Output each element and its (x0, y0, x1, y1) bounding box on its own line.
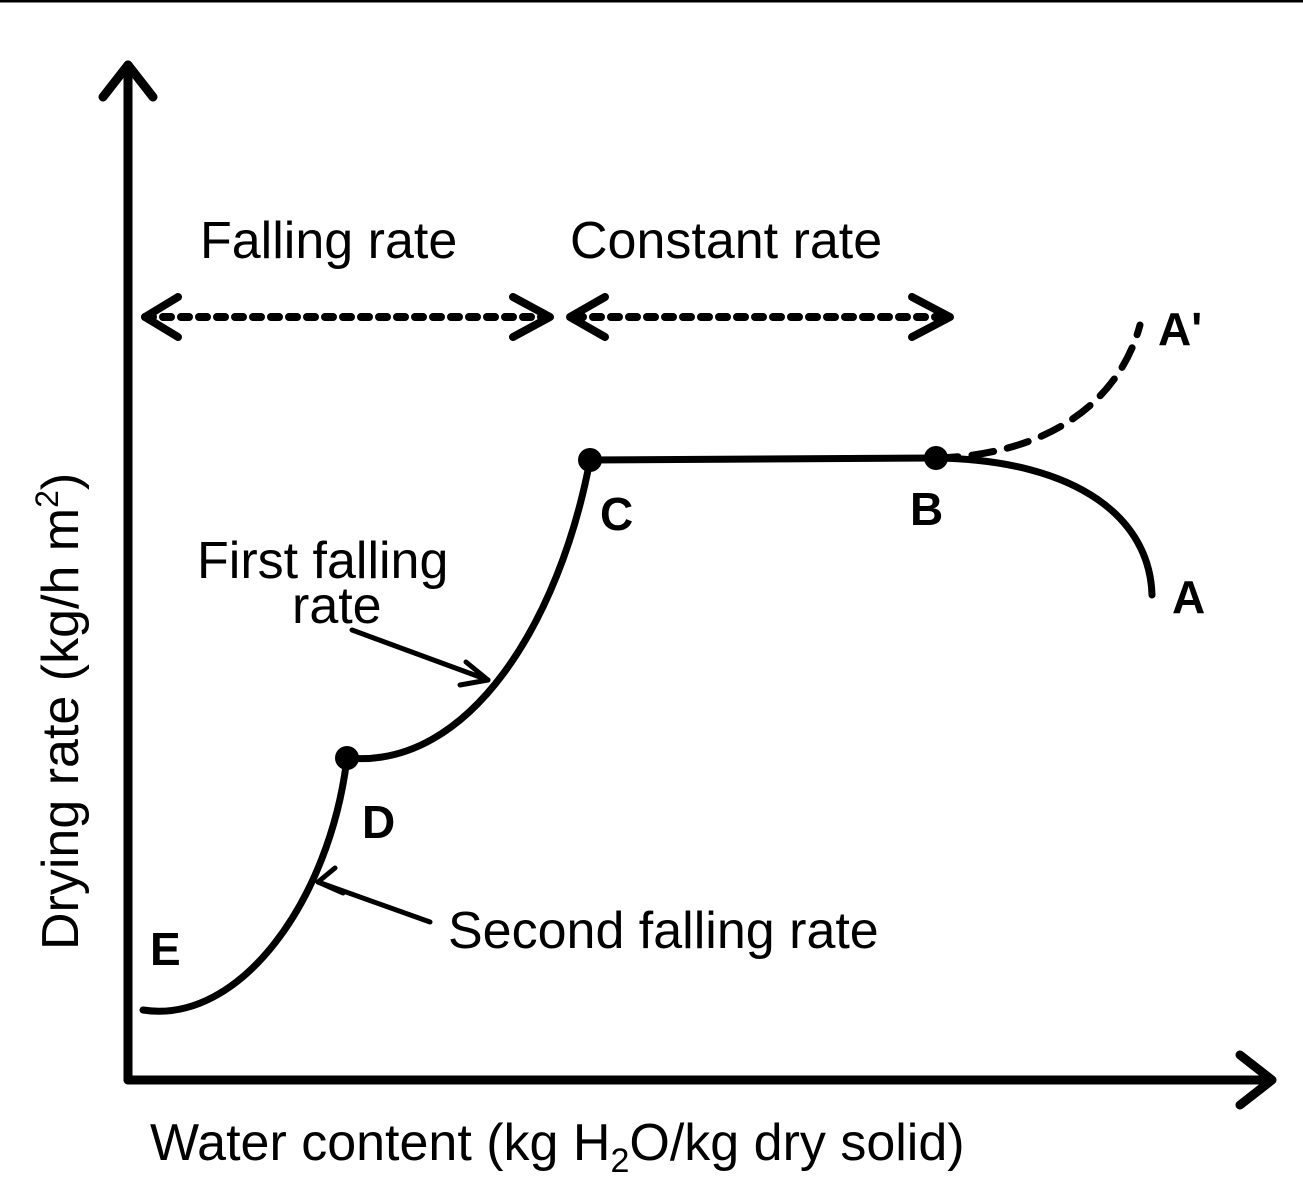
curve-segment-c-to-b (586, 454, 940, 464)
key-points (335, 446, 948, 770)
annotation-pointers (315, 627, 491, 925)
curve-segment-e-to-d (139, 754, 351, 1015)
x-axis-label: Water content (kg H2O/kg dry solid) (150, 1114, 965, 1180)
x-axis-label-rest: O/kg dry solid) (629, 1114, 964, 1172)
point-b-marker (924, 446, 948, 470)
axes (98, 60, 1277, 1110)
x-axis-label-subscript: 2 (610, 1142, 629, 1180)
falling-rate-label: Falling rate (200, 212, 457, 270)
point-b-label: B (910, 483, 943, 535)
y-axis-label-rest: ) (32, 473, 90, 490)
falling-rate-right-arrowhead (509, 293, 554, 341)
curve-segment-b-to-a-prime-dashed (932, 321, 1144, 462)
y-axis-label-superscript: 2 (29, 490, 65, 508)
curve-segment-d-to-c (343, 456, 594, 763)
point-a-prime-label: A' (1158, 303, 1202, 355)
point-d-label: D (362, 796, 395, 848)
point-c-marker (578, 448, 602, 472)
constant-rate-label: Constant rate (570, 212, 882, 270)
point-a-label: A (1172, 571, 1205, 623)
x-axis-label-main: Water content (kg H (150, 1114, 610, 1172)
constant-rate-left-arrowhead (566, 293, 609, 341)
constant-rate-right-arrowhead (908, 293, 954, 341)
point-c-label: C (600, 488, 633, 540)
second-falling-pointer-arrowhead (315, 865, 346, 896)
curve-segment-b-to-a (932, 454, 1156, 599)
second-falling-label: Second falling rate (448, 902, 879, 960)
y-axis-label-main: Drying rate (kg/h m (32, 508, 90, 950)
y-axis-label: Drying rate (kg/h m2) (29, 473, 90, 950)
first-falling-label-line2: rate (292, 577, 382, 635)
point-e-label: E (150, 923, 181, 975)
drying-curve (139, 321, 1156, 1015)
first-falling-pointer-line (349, 627, 491, 683)
y-axis-arrowhead (98, 60, 158, 102)
falling-rate-left-arrowhead (141, 293, 182, 341)
first-falling-pointer-arrowhead (457, 659, 491, 688)
first-falling-label-line1: First falling (197, 532, 448, 590)
point-d-marker (335, 746, 359, 770)
region-arrows (141, 293, 954, 341)
x-axis-arrowhead (1235, 1050, 1277, 1110)
